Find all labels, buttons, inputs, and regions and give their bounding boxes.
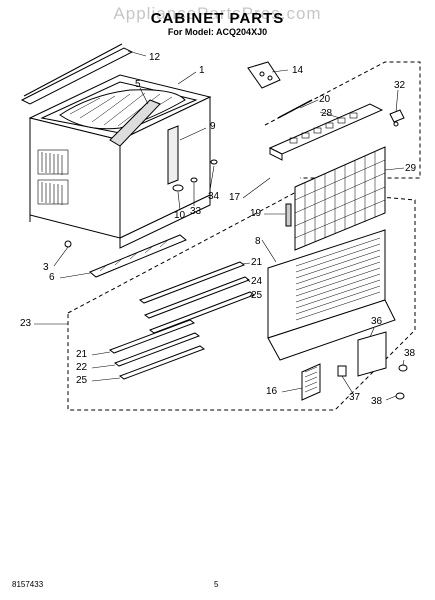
diagram-title: CABINET PARTS	[150, 10, 285, 27]
callout-23: 23	[20, 318, 32, 329]
callout-12: 12	[149, 52, 161, 63]
callout-19: 19	[250, 208, 262, 219]
callout-29: 29	[405, 163, 417, 174]
connector-32	[389, 109, 405, 127]
callout-33: 33	[190, 206, 202, 217]
callout-17: 17	[229, 192, 241, 203]
callout-20: 20	[319, 94, 331, 105]
callout-22: 22	[76, 362, 88, 373]
callout-10: 10	[174, 210, 186, 221]
callout-9: 9	[210, 121, 216, 132]
model-number: For Model: ACQ204XJ0	[167, 27, 268, 37]
screw-3	[64, 240, 72, 248]
mounting-bracket	[167, 125, 179, 185]
gasket-strips	[108, 261, 256, 380]
access-panel-36	[357, 331, 387, 377]
vent-grille-16	[301, 363, 321, 401]
base-pan-hatched	[59, 89, 186, 147]
callout-1: 1	[199, 65, 205, 76]
document-number: 8157433	[12, 580, 44, 589]
callout-28: 28	[321, 108, 333, 119]
control-panel-strip	[268, 99, 384, 161]
callout-6: 6	[49, 272, 55, 283]
air-filter	[294, 146, 386, 251]
callout-38-lower: 38	[371, 396, 383, 407]
callout-36: 36	[371, 316, 383, 327]
callout-8: 8	[255, 236, 261, 247]
page-number: 5	[214, 580, 219, 589]
hardware-screws	[172, 159, 218, 192]
callout-21-upper: 21	[251, 257, 263, 268]
front-grille	[267, 229, 396, 361]
cabinet-shell	[28, 74, 212, 249]
callout-34: 34	[208, 191, 220, 202]
callout-21-lower: 21	[76, 349, 88, 360]
callout-16: 16	[266, 386, 278, 397]
small-part-37	[337, 365, 347, 377]
filter-clip-19	[285, 203, 292, 227]
seal-strip-6	[89, 234, 187, 278]
callout-37: 37	[349, 392, 361, 403]
watermark: AppliancePartsPros.com	[113, 4, 322, 23]
callout-25-lower: 25	[76, 375, 88, 386]
bracket-14	[247, 61, 281, 89]
callout-32: 32	[394, 80, 406, 91]
callout-5: 5	[135, 79, 141, 90]
callout-3: 3	[43, 262, 49, 273]
callout-24: 24	[251, 276, 263, 287]
callout-14: 14	[292, 65, 304, 76]
callout-38-upper: 38	[404, 348, 416, 359]
fastener-38	[395, 364, 408, 400]
callout-25-upper: 25	[251, 290, 263, 301]
